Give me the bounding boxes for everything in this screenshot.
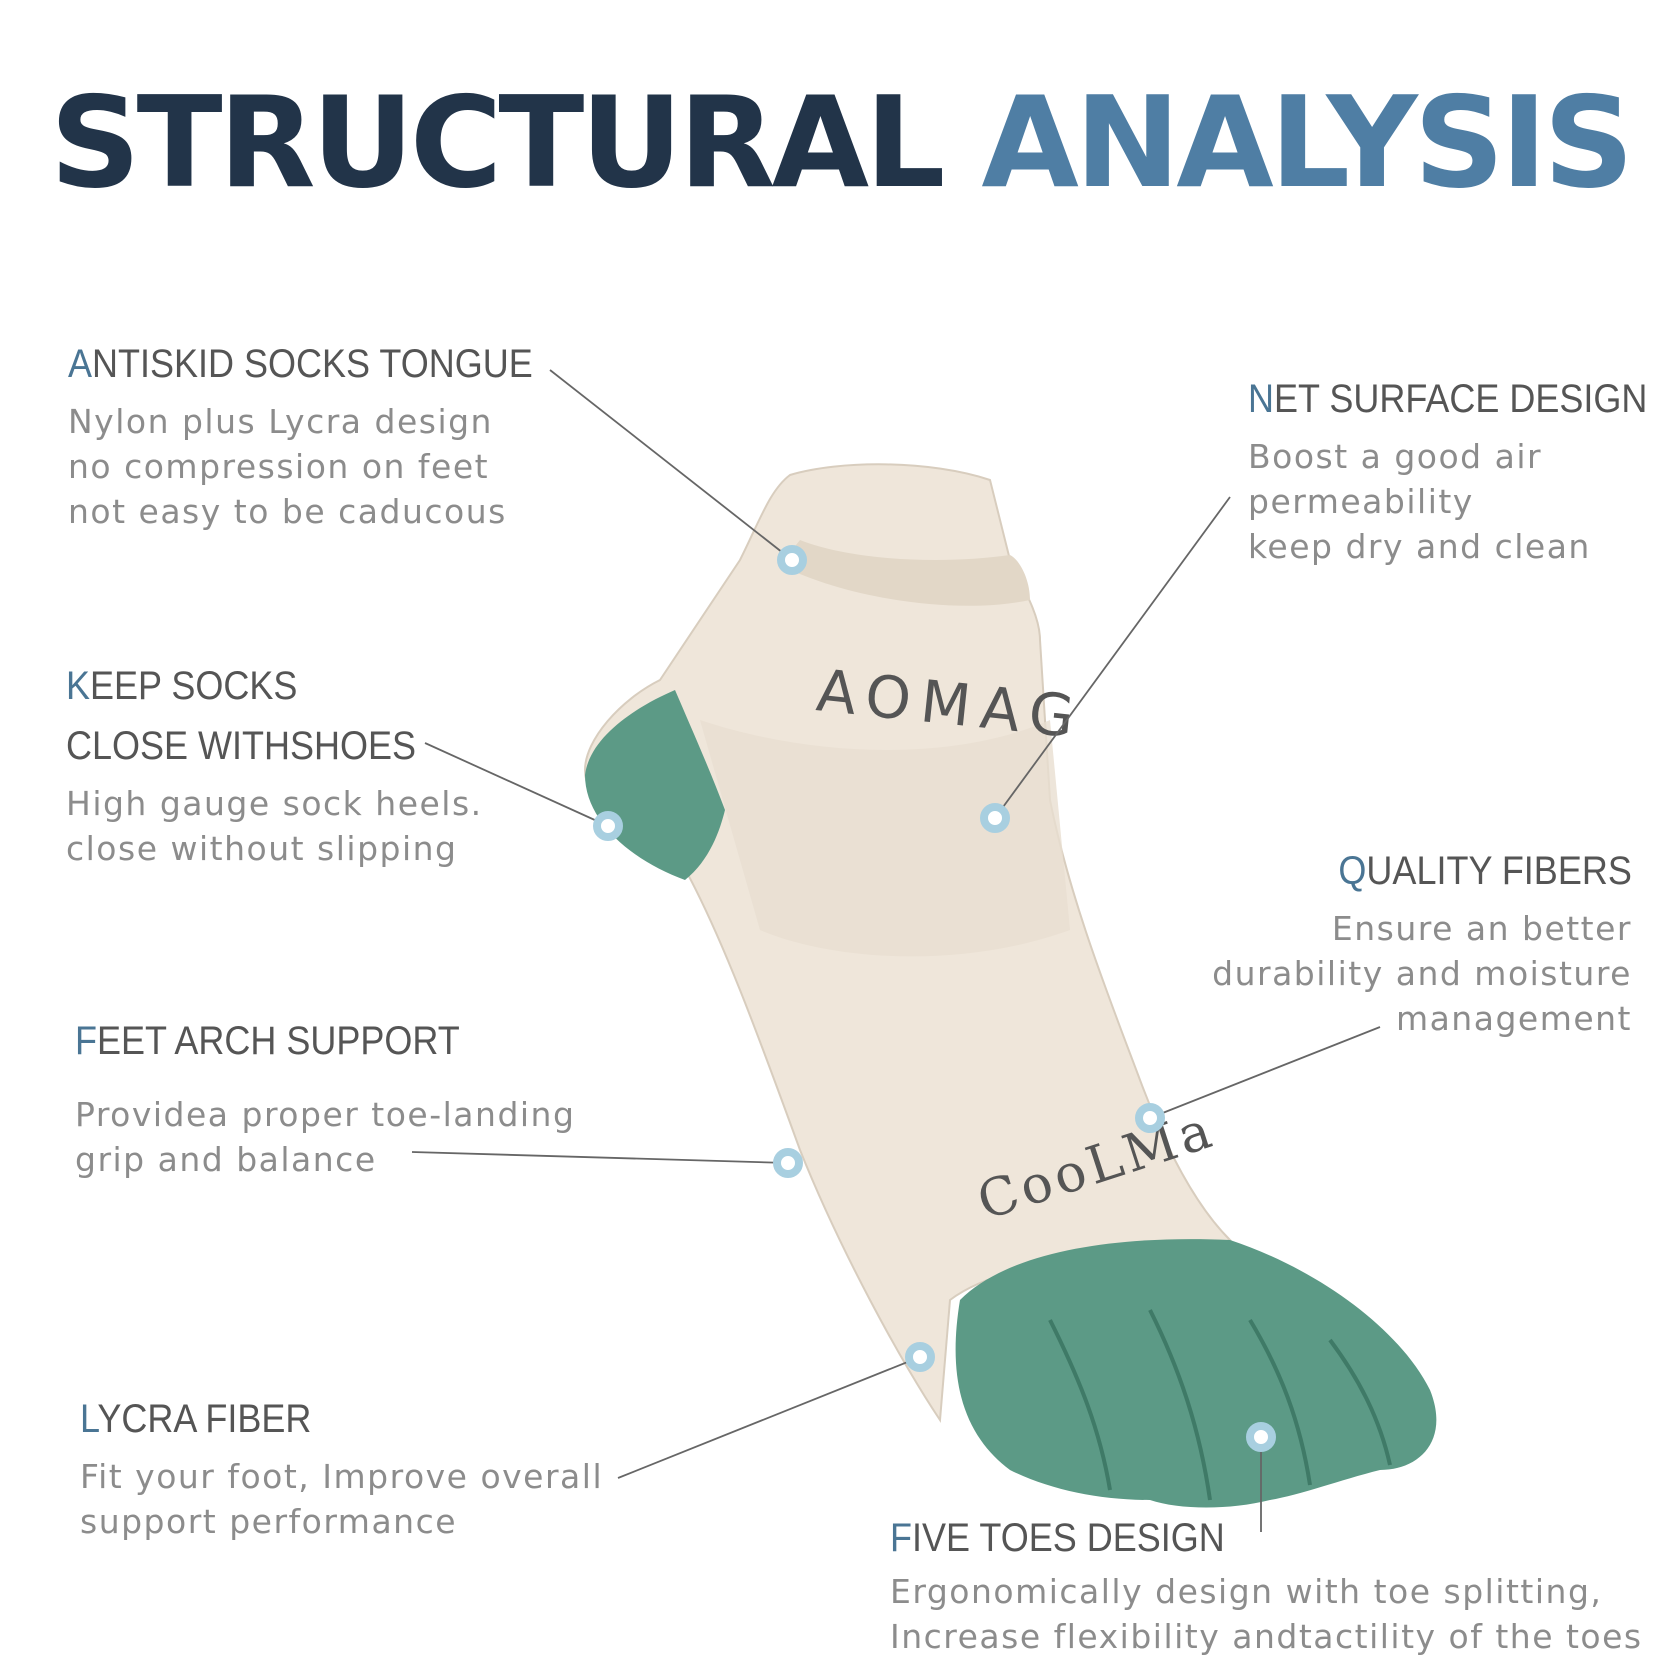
title-part-dark: STRUCTURAL	[49, 69, 946, 216]
feature-net-surface: NET SURFACE DESIGN Boost a good air perm…	[1248, 373, 1680, 570]
sock-toe-section	[955, 1239, 1437, 1508]
feature-lycra-description: Fit your foot, Improve overall support p…	[80, 1457, 604, 1541]
feature-antiskid-description: Nylon plus Lycra design no compression o…	[68, 402, 507, 531]
feature-keep-close: KEEP SOCKS CLOSE WITHSHOES High gauge so…	[66, 660, 483, 872]
title-part-accent: ANALYSIS	[981, 69, 1634, 216]
sock-mesh	[700, 720, 1070, 957]
feature-antiskid: ANTISKID SOCKS TONGUE Nylon plus Lycra d…	[68, 338, 584, 535]
feature-net-description: Boost a good air permeability keep dry a…	[1248, 437, 1591, 566]
feature-arch-heading: FEET ARCH SUPPORT	[75, 1019, 460, 1063]
feature-net-heading: NET SURFACE DESIGN	[1248, 377, 1648, 421]
feature-lycra-fiber: LYCRA FIBER Fit your foot, Improve overa…	[80, 1393, 603, 1545]
feature-toes-description: Ergonomically design with toe splitting,…	[890, 1572, 1643, 1656]
feature-antiskid-heading: ANTISKID SOCKS TONGUE	[68, 342, 533, 386]
feature-quality-description: Ensure an better durability and moisture…	[1212, 909, 1632, 1038]
page-title: STRUCTURAL ANALYSIS	[0, 80, 1680, 206]
sock-opening	[780, 540, 1030, 606]
toe-separations	[1048, 1309, 1392, 1501]
feature-toes-heading: FIVE TOES DESIGN	[890, 1516, 1225, 1560]
feature-quality-heading: QUALITY FIBERS	[1338, 849, 1632, 893]
feature-keep-description: High gauge sock heels. close without sli…	[66, 784, 483, 868]
feature-keep-heading: KEEP SOCKS	[66, 664, 298, 708]
feature-five-toes: FIVE TOES DESIGN Ergonomically design wi…	[890, 1512, 1643, 1660]
feature-quality-fibers: QUALITY FIBERS Ensure an better durabili…	[1212, 845, 1632, 1042]
feature-arch-description: Providea proper toe-landing grip and bal…	[75, 1095, 576, 1179]
feature-arch-support: FEET ARCH SUPPORT Providea proper toe-la…	[75, 1015, 575, 1183]
feature-keep-heading-line2: CLOSE WITHSHOES	[66, 724, 417, 768]
feature-lycra-heading: LYCRA FIBER	[80, 1397, 312, 1441]
